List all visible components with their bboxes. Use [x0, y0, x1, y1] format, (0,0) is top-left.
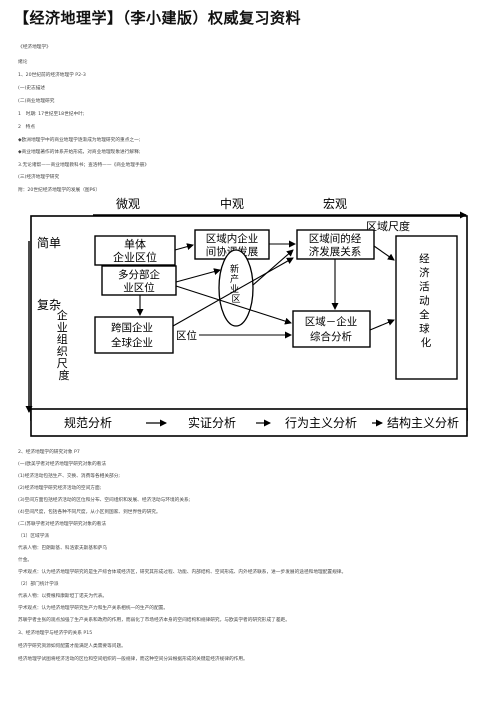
- text-line: (二)商业地理研究: [18, 99, 55, 104]
- scale-meso-label: 中观: [220, 196, 244, 211]
- structural-analysis-label: 结构主义分析: [387, 415, 459, 430]
- svg-text:业区位: 业区位: [123, 281, 155, 294]
- text-line: （1）区域学派: [18, 534, 50, 539]
- text-line: (3)空间方面包括经济活动的区位和分布、空间组织和发展、经济活动与环境的关系;: [18, 498, 191, 503]
- svg-text:单体: 单体: [124, 237, 146, 251]
- positive-analysis-label: 实证分析: [188, 415, 236, 430]
- box-label: 跨国企业: [111, 321, 153, 334]
- svg-text:跨国企业: 跨国企业: [111, 321, 153, 334]
- box-label: 综合分析: [310, 330, 352, 343]
- svg-text:区域间的经: 区域间的经: [309, 232, 362, 245]
- text-line: 1、20世纪前的经济地理学 P2-3: [18, 73, 86, 78]
- text-line: 经济学研究资源如何配置才能满足人类需要等问题。: [18, 644, 126, 649]
- text-line: （2）部门统计学派: [18, 582, 59, 587]
- text-line: (三)经济地理学研究: [18, 175, 60, 180]
- text-line: ◆商业地理著作的体系开始形成，对商业地理现象进行解释;: [18, 150, 141, 155]
- behavioral-analysis-label: 行为主义分析: [285, 416, 357, 430]
- text-line: 代表人物：以费根和康斯坦丁诺夫为代表。: [18, 594, 108, 599]
- box-label: 区域间的经: [309, 232, 362, 245]
- global-activity-box: [395, 235, 458, 380]
- regional-scale-label: 区域尺度: [366, 219, 410, 233]
- text-line: (2)经济地理学研究经济活动的空间方面;: [18, 486, 102, 491]
- normative-analysis-label: 规范分析: [64, 415, 112, 430]
- svg-text:企业区位: 企业区位: [113, 250, 157, 264]
- simple-label: 简单: [37, 236, 61, 250]
- text-line: 2、经济地理学的研究对象 P7: [18, 450, 80, 455]
- text-line: 代表人物：巴朗斯基、科洛索夫斯基和萨乌: [18, 546, 108, 551]
- new-industrial-district-ellipse: [218, 249, 254, 327]
- text-line: (二)苏联学者对经济地理学研究对象的看法: [18, 522, 107, 527]
- text-line: (4)空间尺度，包括各种不同尺度，从小区到国家、到世界性的研究。: [18, 510, 161, 515]
- text-line: (1)经济活动包括生产、交换、消费等各相关部分;: [18, 474, 120, 479]
- text-line: ◆欧洲地理学中的商业地理学逐渐成为地理研究的重点之一;: [18, 138, 141, 143]
- multi-branch-box: [101, 265, 177, 296]
- document-title: 【经济地理学】（李小建版）权威复习资料: [14, 9, 302, 27]
- text-line: 3、经济地理学与经济学的关系 P15: [18, 631, 93, 636]
- svg-text:新 产 业 区: 新 产 业 区: [230, 263, 242, 305]
- svg-text:多分部企: 多分部企: [118, 268, 160, 281]
- text-line: 经济地理学试图将经济活动的区位和空间组织的一般规律，而这种空间分异根据形成的关键…: [18, 657, 248, 662]
- text-line: (一)欧美学者对经济地理学研究对象的看法: [18, 462, 107, 467]
- diagram-arrows: [134, 240, 395, 339]
- text-line: (一)史志描述: [18, 86, 46, 91]
- svg-text:区域内企业: 区域内企业: [206, 232, 259, 245]
- text-line: 学术观点：认为经济地理学研究的是生产综合体或经济区，研究其形成过程、功能、内部结…: [18, 570, 347, 575]
- box-label: 区域－企业: [305, 315, 358, 328]
- scale-micro-label: 微观: [116, 197, 140, 211]
- box-label: 全球企业: [111, 336, 153, 349]
- box-label: 单体: [124, 237, 146, 251]
- scale-macro-label: 宏观: [323, 196, 347, 211]
- text-line: 苏联学者主张的观点加强了生产关系和政府的作用，而弱化了市场经济本身的空间结构和规…: [18, 618, 290, 623]
- box-label: 业区位: [123, 281, 155, 294]
- text-line: 3.无论诸帮——商业地理教科书；查洛特——《商业地理手册》: [18, 163, 150, 168]
- box-label: 区域内企业: [206, 232, 259, 245]
- svg-text:济发展关系: 济发展关系: [309, 245, 362, 258]
- analysis-bar: [30, 408, 468, 437]
- complex-label: 复杂: [37, 298, 61, 312]
- box-label: 济发展关系: [309, 245, 362, 258]
- org-scale-label: 企 业 组 织 尺 度: [57, 308, 72, 382]
- region-enterprise-analysis-box: [292, 310, 371, 348]
- text-line: 什金。: [18, 558, 33, 563]
- single-enterprise-box: [94, 235, 176, 266]
- text-line: 《经济地理学》: [18, 45, 51, 50]
- svg-text:区域－企业: 区域－企业: [305, 315, 358, 328]
- inter-regional-box: [296, 229, 375, 260]
- box-label: 企业区位: [113, 250, 157, 264]
- text-line: 学术观点：认为经济地理学研究生产力和生产关系相统一的生产的配置。: [18, 606, 169, 611]
- text-line: 绪论: [18, 60, 28, 65]
- box-label: 多分部企: [118, 268, 160, 281]
- svg-text:全球企业: 全球企业: [111, 336, 153, 349]
- location-label: 区位: [176, 329, 197, 342]
- svg-text:经 济 活 动: 经 济 活 动 全 球 化: [419, 252, 433, 349]
- multinational-box: [94, 316, 174, 354]
- text-line: 附：20世纪经济地理学的发展（图P6）: [18, 188, 101, 193]
- text-line: 2 特点: [18, 125, 36, 130]
- text-line: 1 时期: 17世纪至18世纪中叶;: [18, 112, 85, 117]
- svg-text:综合分析: 综合分析: [310, 330, 352, 343]
